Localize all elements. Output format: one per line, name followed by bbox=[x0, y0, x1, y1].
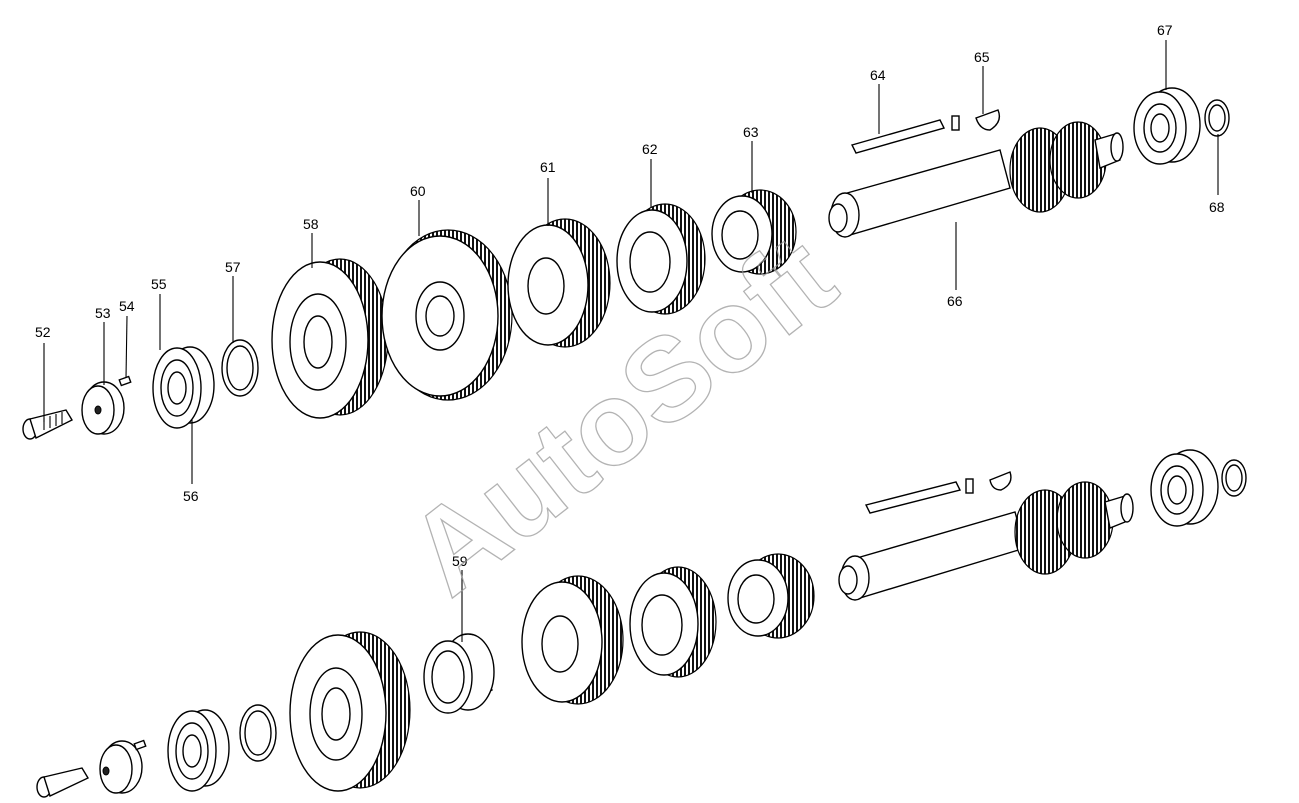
callout-52: 52 bbox=[35, 324, 51, 340]
gear-part-61 bbox=[507, 218, 611, 348]
lower-assembly bbox=[36, 449, 1247, 798]
pin-part-54 bbox=[118, 375, 132, 387]
lower-bolt bbox=[36, 767, 89, 798]
callout-66: 66 bbox=[947, 293, 963, 309]
upper-assembly bbox=[22, 87, 1230, 440]
snap-ring-part-68 bbox=[1204, 99, 1230, 137]
lower-washer bbox=[99, 740, 143, 794]
callout-54: 54 bbox=[119, 298, 135, 314]
lower-key bbox=[864, 471, 1012, 514]
gear-part-60 bbox=[381, 229, 513, 401]
callout-64: 64 bbox=[870, 67, 886, 83]
bearing-part-55 bbox=[152, 346, 215, 429]
lower-snap-ring-68 bbox=[1221, 459, 1247, 497]
small-pin bbox=[951, 115, 960, 131]
gear-part-63 bbox=[711, 189, 797, 275]
key-part-64 bbox=[850, 119, 946, 154]
callout-53: 53 bbox=[95, 305, 111, 321]
callout-56: 56 bbox=[183, 488, 199, 504]
callout-67: 67 bbox=[1157, 22, 1173, 38]
bearing-part-67 bbox=[1133, 87, 1201, 165]
washer-part-53 bbox=[81, 381, 125, 435]
lower-bearing bbox=[167, 709, 230, 792]
lower-pin bbox=[133, 739, 147, 751]
callout-65: 65 bbox=[974, 49, 990, 65]
lower-shaft bbox=[838, 481, 1134, 601]
bolt-part-52 bbox=[22, 409, 73, 440]
callout-59: 59 bbox=[452, 553, 468, 569]
woodruff-key-part-65 bbox=[975, 109, 1001, 131]
callout-62: 62 bbox=[642, 141, 658, 157]
lower-snap-ring bbox=[239, 704, 277, 762]
lower-gear-63 bbox=[727, 553, 815, 639]
callout-58: 58 bbox=[303, 216, 319, 232]
callout-63: 63 bbox=[743, 124, 759, 140]
gear-part-62 bbox=[616, 203, 706, 315]
sleeve-part-59 bbox=[423, 633, 495, 714]
lower-gear-58 bbox=[289, 631, 411, 792]
shaft-part-66 bbox=[828, 121, 1124, 238]
callout-60: 60 bbox=[410, 183, 426, 199]
callout-61: 61 bbox=[540, 159, 556, 175]
lower-bearing-67 bbox=[1150, 449, 1219, 527]
callout-57: 57 bbox=[225, 259, 241, 275]
lower-gear-61 bbox=[521, 575, 624, 705]
callout-labels: 52 53 54 55 56 57 58 59 60 61 62 63 64 6… bbox=[35, 22, 1225, 569]
gear-part-58 bbox=[271, 258, 389, 419]
leader-lines bbox=[43, 40, 1219, 642]
callout-68: 68 bbox=[1209, 199, 1225, 215]
snap-ring-part-57 bbox=[221, 339, 259, 397]
lower-gear-62 bbox=[629, 566, 717, 678]
callout-55: 55 bbox=[151, 276, 167, 292]
